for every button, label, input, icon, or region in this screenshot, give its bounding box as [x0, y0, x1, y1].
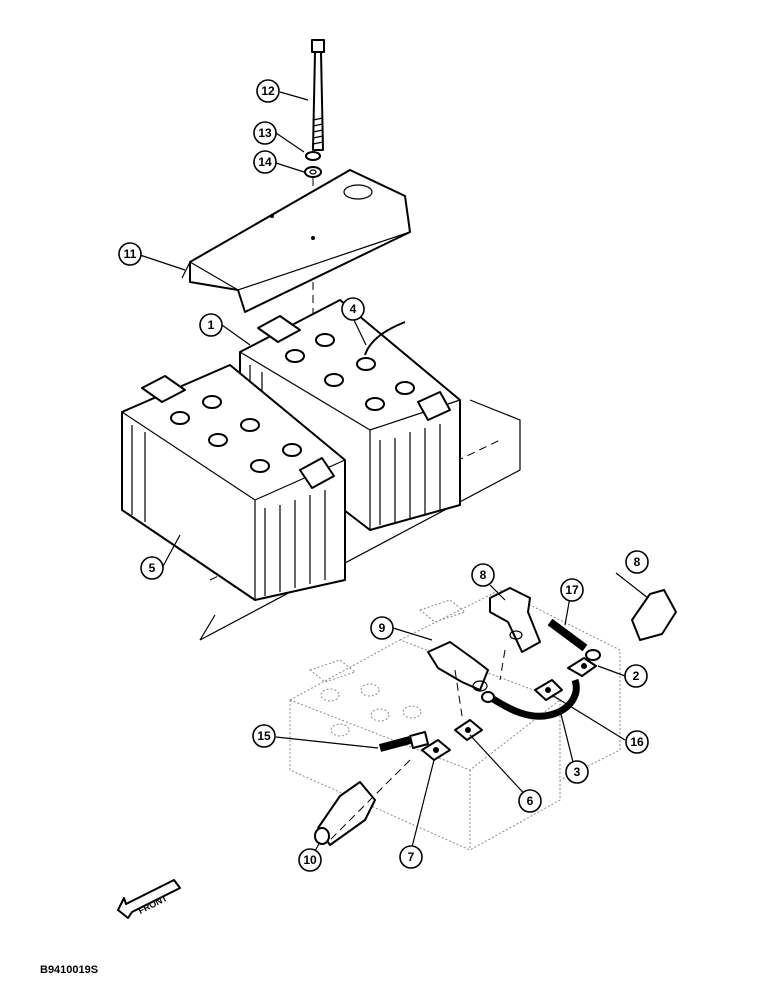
callout-17: 17: [560, 578, 584, 602]
svg-text:14: 14: [258, 155, 272, 169]
callout-7: 7: [399, 845, 423, 869]
battery-jumper-cable: [481, 678, 580, 720]
terminal-clamp-2: [567, 657, 597, 677]
callout-3: 3: [565, 760, 589, 784]
callout-6: 6: [518, 789, 542, 813]
svg-text:3: 3: [574, 765, 581, 779]
svg-text:8: 8: [634, 555, 641, 569]
ground-cable-15: [378, 731, 429, 752]
callout-8-right: 8: [625, 550, 649, 574]
leader-lines: [139, 91, 649, 861]
callout-9: 9: [370, 616, 394, 640]
callout-5: 5: [140, 556, 164, 580]
svg-text:17: 17: [565, 583, 579, 597]
svg-text:9: 9: [379, 621, 386, 635]
svg-text:4: 4: [350, 302, 357, 316]
figure-id: B9410019S: [40, 964, 99, 976]
battery-detail-ghost: [289, 589, 621, 851]
lock-washer: [305, 151, 321, 161]
terminal-boot-9: [427, 641, 489, 692]
callout-4: 4: [341, 297, 365, 321]
terminal-boot-10: [314, 781, 376, 846]
front-direction-arrow: FRONT: [117, 879, 181, 919]
terminal-clamp-6: [454, 719, 483, 741]
callout-12: 12: [256, 79, 280, 103]
flat-washer: [304, 166, 322, 178]
svg-text:7: 7: [408, 850, 415, 864]
svg-text:12: 12: [261, 84, 275, 98]
callout-11: 11: [118, 242, 142, 266]
svg-text:15: 15: [257, 729, 271, 743]
callout-15: 15: [252, 724, 276, 748]
svg-text:6: 6: [527, 794, 534, 808]
callout-2: 2: [624, 664, 648, 688]
callout-1: 1: [199, 313, 223, 337]
svg-text:8: 8: [480, 568, 487, 582]
svg-text:2: 2: [633, 669, 640, 683]
callout-10: 10: [298, 848, 322, 872]
hold-down-bolt: [311, 39, 325, 151]
callout-8-left: 8: [471, 563, 495, 587]
svg-text:13: 13: [258, 126, 272, 140]
terminal-clamp-7: [421, 739, 451, 761]
svg-text:5: 5: [149, 561, 156, 575]
terminal-boot-8-left: [489, 587, 541, 653]
terminal-clamp-16: [534, 679, 563, 701]
battery-hold-down-bracket: [181, 169, 411, 313]
svg-text:16: 16: [630, 735, 644, 749]
svg-text:10: 10: [303, 853, 317, 867]
callout-13: 13: [253, 121, 277, 145]
terminal-boot-8-right: [631, 589, 677, 641]
svg-text:1: 1: [208, 318, 215, 332]
callout-14: 14: [253, 150, 277, 174]
svg-text:11: 11: [124, 247, 137, 261]
battery-front: [121, 364, 346, 601]
callout-16: 16: [625, 730, 649, 754]
positive-cable-17: [547, 618, 601, 661]
